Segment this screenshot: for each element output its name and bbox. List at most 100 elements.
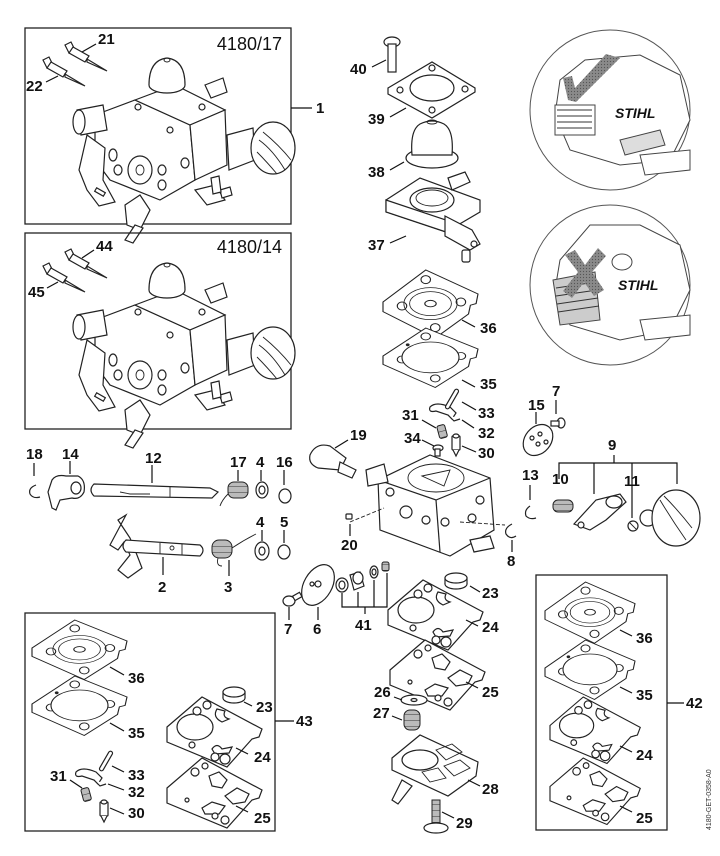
part-26-washer[interactable] bbox=[400, 694, 428, 706]
part-25-gasket[interactable] bbox=[549, 757, 641, 826]
part-33-pin[interactable] bbox=[98, 749, 114, 773]
callout-10: 10 bbox=[552, 471, 569, 488]
part-4-washer[interactable] bbox=[255, 481, 269, 499]
part-36-diaphragm[interactable] bbox=[31, 619, 128, 681]
part-11-screw[interactable] bbox=[627, 520, 639, 532]
part-45-needle[interactable] bbox=[42, 262, 86, 293]
part-27-spring[interactable] bbox=[403, 709, 421, 731]
part-18-e-clip[interactable] bbox=[29, 484, 41, 499]
part-35-gasket[interactable] bbox=[382, 327, 479, 389]
part-2-choke-shaft[interactable] bbox=[109, 513, 204, 579]
part-28-metering-cover[interactable] bbox=[391, 734, 479, 805]
choke-lever[interactable] bbox=[572, 493, 627, 531]
callout-8: 8 bbox=[507, 553, 515, 570]
part-36-diaphragm[interactable] bbox=[382, 269, 479, 339]
model-number-label: 4180/14 bbox=[217, 237, 282, 257]
part-3-spring[interactable] bbox=[211, 533, 257, 567]
callout-35: 35 bbox=[128, 725, 145, 742]
part-24-gasket[interactable] bbox=[166, 696, 263, 768]
cross-mark-icon bbox=[563, 248, 606, 298]
part-41-filter-set[interactable] bbox=[335, 561, 390, 593]
part-24-gasket[interactable] bbox=[387, 579, 484, 651]
part-35-gasket[interactable] bbox=[31, 675, 128, 737]
callout-33: 33 bbox=[478, 405, 495, 422]
callout-6: 6 bbox=[313, 621, 321, 638]
part-14-lever[interactable] bbox=[47, 474, 85, 511]
callout-24: 24 bbox=[636, 747, 653, 764]
callout-43: 43 bbox=[296, 713, 313, 730]
callout-15: 15 bbox=[528, 397, 545, 414]
callout-18: 18 bbox=[26, 446, 43, 463]
part-31-spring[interactable] bbox=[80, 786, 93, 803]
part-23-cap[interactable] bbox=[222, 686, 246, 704]
pump-cover-stack: 40 39 38 bbox=[350, 36, 497, 393]
part-39-cover-plate[interactable] bbox=[387, 61, 476, 119]
part-32-inlet-lever[interactable] bbox=[74, 768, 107, 787]
part-12-shaft[interactable] bbox=[90, 483, 220, 499]
document-id: 4180-GET-0358-A0 bbox=[706, 769, 713, 830]
part-19-cap[interactable] bbox=[309, 444, 357, 479]
carburetor-illustration bbox=[72, 262, 296, 449]
kit-frame bbox=[24, 612, 276, 832]
callout-12: 12 bbox=[145, 450, 162, 467]
part-22-needle[interactable] bbox=[42, 56, 86, 87]
part-32-inlet-lever[interactable] bbox=[429, 403, 461, 422]
part-25-gasket[interactable] bbox=[166, 757, 263, 829]
callout-21: 21 bbox=[98, 31, 115, 48]
callout-35: 35 bbox=[480, 376, 497, 393]
callout-14: 14 bbox=[62, 446, 79, 463]
part-4-washer[interactable] bbox=[254, 541, 270, 561]
part-35-gasket[interactable] bbox=[544, 639, 636, 701]
part-5-o-ring[interactable] bbox=[277, 544, 291, 560]
callout-31: 31 bbox=[50, 768, 67, 785]
callout-1: 1 bbox=[316, 100, 324, 117]
carburetor-illustration bbox=[72, 57, 296, 244]
part-30-inlet-needle[interactable] bbox=[99, 799, 109, 823]
part-15-plate[interactable] bbox=[517, 419, 559, 462]
callout-30: 30 bbox=[128, 805, 145, 822]
choke-knob-group: 15 7 9 13 10 11 bbox=[517, 383, 701, 547]
part-13-e-clip[interactable] bbox=[524, 505, 537, 520]
part-24-gasket[interactable] bbox=[549, 696, 641, 765]
part-10-spring[interactable] bbox=[552, 499, 574, 513]
part-17-spring[interactable] bbox=[219, 481, 249, 507]
choke-knob[interactable] bbox=[639, 489, 701, 547]
part-30-inlet-needle[interactable] bbox=[451, 433, 461, 457]
callout-9: 9 bbox=[608, 437, 616, 454]
callout-36: 36 bbox=[128, 670, 145, 687]
inset-incorrect-orientation: STIHL bbox=[529, 204, 691, 366]
assembly-frame bbox=[24, 27, 292, 225]
callout-3: 3 bbox=[224, 579, 232, 596]
callout-23: 23 bbox=[256, 699, 273, 716]
check-mark-icon bbox=[563, 54, 620, 102]
part-20-plug[interactable] bbox=[345, 513, 353, 520]
callout-27: 27 bbox=[373, 705, 390, 722]
callout-25: 25 bbox=[254, 810, 271, 827]
part-7-screw[interactable] bbox=[550, 417, 566, 429]
part-40-screw[interactable] bbox=[383, 36, 401, 73]
part-29-screw[interactable] bbox=[423, 799, 449, 834]
callout-5: 5 bbox=[280, 514, 288, 531]
callout-7: 7 bbox=[552, 383, 560, 400]
carburetor-assembly-4180-17: 4180/17 21 22 1 bbox=[24, 27, 324, 244]
callout-20: 20 bbox=[341, 537, 358, 554]
part-33-pin[interactable] bbox=[444, 387, 460, 411]
callout-24: 24 bbox=[482, 619, 499, 636]
callout-41: 41 bbox=[355, 617, 372, 634]
carburetor-assembly-4180-14: 4180/14 44 45 bbox=[24, 232, 296, 449]
part-7-screw[interactable] bbox=[282, 591, 303, 607]
part-23-cap[interactable] bbox=[444, 572, 468, 590]
part-37-pump-housing[interactable] bbox=[385, 171, 481, 263]
callout-22: 22 bbox=[26, 78, 43, 95]
part-6-disc[interactable] bbox=[295, 559, 341, 611]
callout-13: 13 bbox=[522, 467, 539, 484]
part-38-primer-bulb[interactable] bbox=[405, 119, 459, 169]
callout-4: 4 bbox=[256, 454, 265, 471]
part-8-e-clip[interactable] bbox=[505, 523, 517, 539]
part-31-spring[interactable] bbox=[436, 423, 449, 440]
carburetor-housing[interactable] bbox=[349, 454, 506, 557]
part-34-screw[interactable] bbox=[432, 444, 444, 457]
part-16-o-ring[interactable] bbox=[278, 488, 292, 504]
part-36-diaphragm[interactable] bbox=[544, 581, 636, 644]
